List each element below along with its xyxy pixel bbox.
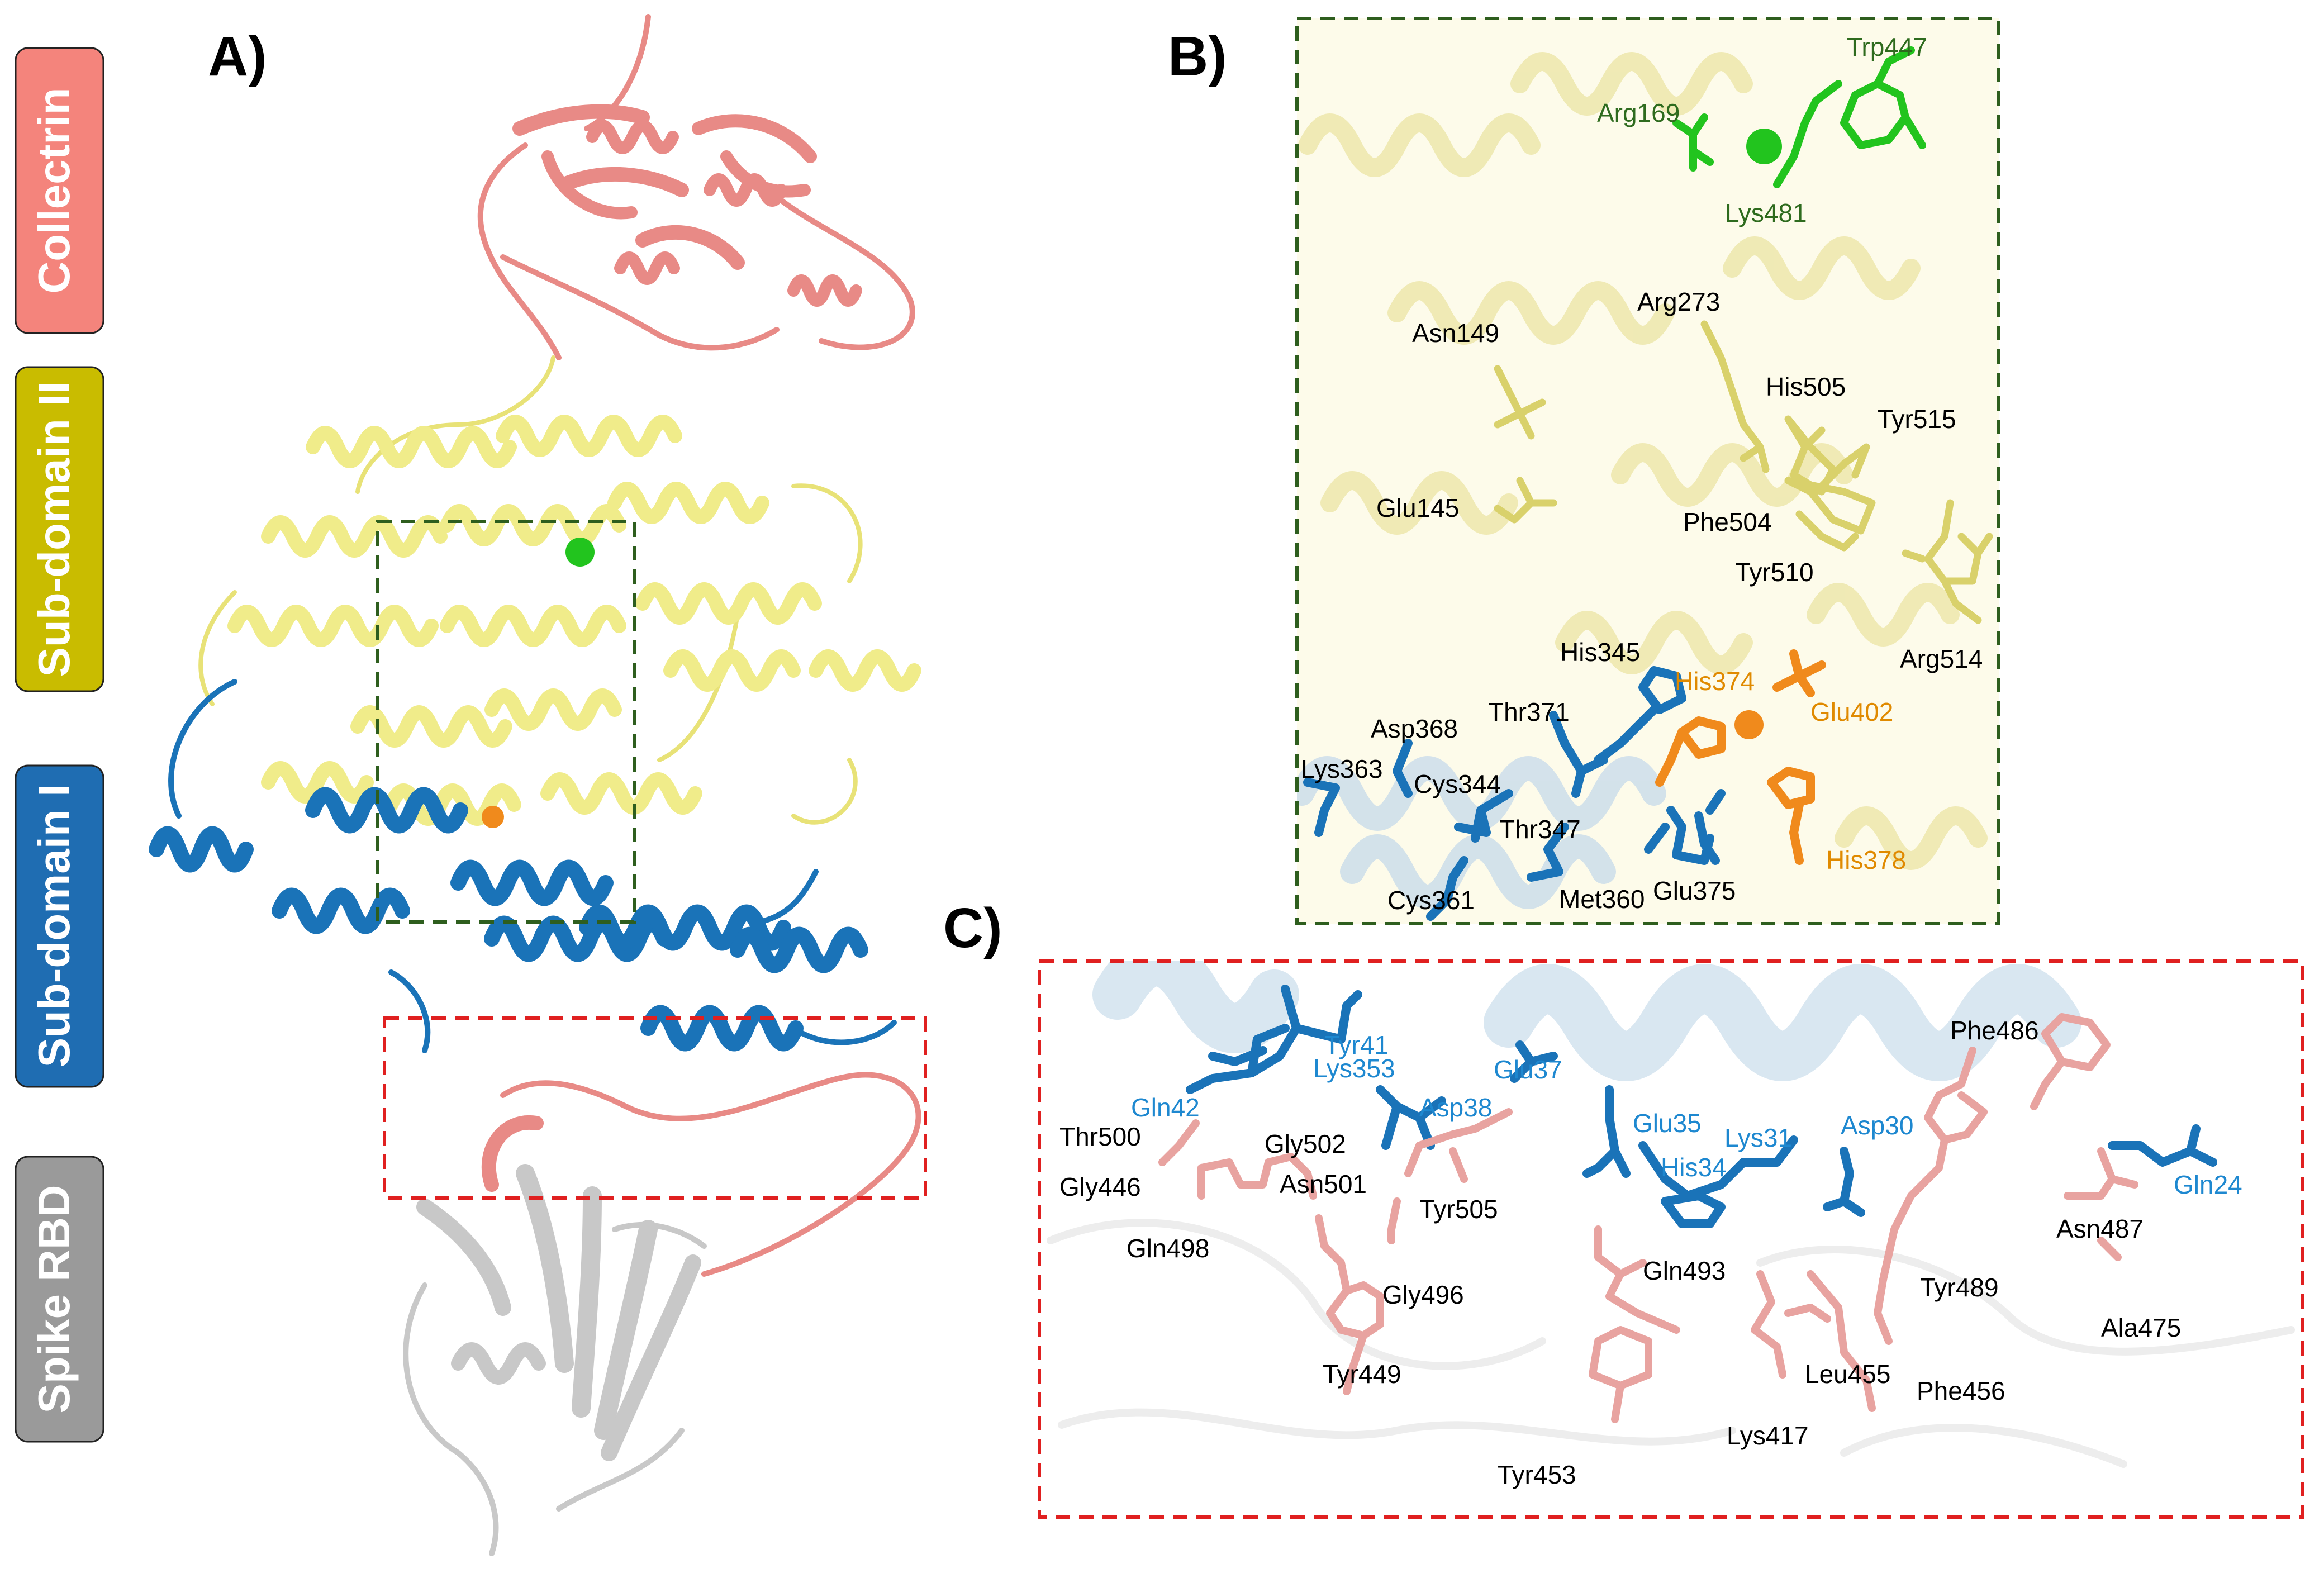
label-lys31: Lys31 bbox=[1724, 1123, 1792, 1152]
label-gln24: Gln24 bbox=[2174, 1170, 2242, 1199]
label-tyr453: Tyr453 bbox=[1498, 1460, 1576, 1489]
label-lys481: Lys481 bbox=[1725, 198, 1807, 227]
label-glu402: Glu402 bbox=[1810, 697, 1893, 726]
legend-collectrin-label: Collectrin bbox=[29, 88, 79, 294]
panel-c-blue-residues bbox=[1186, 985, 2217, 1228]
legend-subdomain-ii-label: Sub-domain II bbox=[29, 382, 79, 677]
panel-b-orange-residues bbox=[1655, 649, 1826, 865]
label-his505: His505 bbox=[1766, 372, 1846, 401]
panel-a-label: A) bbox=[208, 25, 267, 88]
panel-b-frame bbox=[1295, 17, 2000, 925]
label-phe456: Phe456 bbox=[1917, 1376, 2005, 1405]
label-arg273: Arg273 bbox=[1637, 287, 1720, 316]
panel-c-interface: Tyr41 Glu37 Lys353 Gln42 Asp38 Glu35 Lys… bbox=[1038, 959, 2304, 1519]
subdomain-i-helices bbox=[149, 787, 868, 1052]
ace2-rbd-structure bbox=[149, 14, 927, 1556]
label-leu455: Leu455 bbox=[1805, 1360, 1891, 1389]
label-asp38: Asp38 bbox=[1419, 1093, 1492, 1122]
collectrin-helix bbox=[586, 120, 862, 307]
label-gln493: Gln493 bbox=[1643, 1256, 1726, 1285]
zinc-ion-sphere bbox=[482, 806, 504, 828]
panel-b-green-residues bbox=[1672, 46, 1926, 188]
label-thr500: Thr500 bbox=[1059, 1122, 1141, 1151]
subdomain-ii-helices bbox=[227, 415, 921, 826]
label-his345: His345 bbox=[1560, 638, 1640, 667]
label-gly446: Gly446 bbox=[1059, 1172, 1141, 1201]
label-met360: Met360 bbox=[1559, 885, 1645, 914]
label-tyr449: Tyr449 bbox=[1323, 1360, 1401, 1389]
legend-spike-rbd-label: Spike RBD bbox=[29, 1185, 79, 1414]
label-gly502: Gly502 bbox=[1265, 1129, 1346, 1158]
legend-subdomain-i-label: Sub-domain I bbox=[29, 785, 79, 1068]
label-glu35: Glu35 bbox=[1633, 1109, 1702, 1138]
label-lys363: Lys363 bbox=[1301, 754, 1383, 783]
label-tyr510: Tyr510 bbox=[1735, 558, 1814, 587]
label-his378: His378 bbox=[1826, 845, 1906, 874]
label-cys361: Cys361 bbox=[1387, 886, 1475, 915]
domain-legend: Collectrin Sub-domain II Sub-domain I Sp… bbox=[15, 47, 104, 1443]
label-gln498: Gln498 bbox=[1127, 1234, 1209, 1263]
label-thr347: Thr347 bbox=[1499, 815, 1581, 844]
panel-b-labels: Arg169 Trp447 Lys481 Asn149 Arg273 His50… bbox=[1301, 32, 1983, 915]
label-arg514: Arg514 bbox=[1900, 644, 1983, 673]
panel-b-active-site: Arg169 Trp447 Lys481 Asn149 Arg273 His50… bbox=[1295, 17, 2000, 925]
label-asn501: Asn501 bbox=[1280, 1170, 1367, 1199]
legend-collectrin: Collectrin bbox=[15, 47, 104, 334]
panel-c-salmon-residues bbox=[1158, 1013, 2138, 1423]
spike-rbd-domain bbox=[403, 1072, 921, 1556]
panel-b-blue-residues bbox=[1303, 666, 1726, 921]
legend-spike-rbd: Spike RBD bbox=[15, 1156, 104, 1443]
panel-c-labels: Tyr41 Glu37 Lys353 Gln42 Asp38 Glu35 Lys… bbox=[1059, 1016, 2242, 1489]
panel-c-zoom-box bbox=[383, 1016, 927, 1200]
label-glu375: Glu375 bbox=[1653, 876, 1736, 905]
label-phe504: Phe504 bbox=[1683, 507, 1772, 536]
label-lys353: Lys353 bbox=[1313, 1054, 1395, 1083]
label-glu37: Glu37 bbox=[1494, 1055, 1562, 1084]
legend-subdomain-i: Sub-domain I bbox=[15, 764, 104, 1088]
label-trp447: Trp447 bbox=[1847, 32, 1927, 61]
label-arg169: Arg169 bbox=[1597, 98, 1680, 127]
panel-b-zinc-ion bbox=[1734, 710, 1764, 739]
label-asn487: Asn487 bbox=[2056, 1214, 2144, 1243]
panel-b-yellow-residues bbox=[1494, 320, 1993, 624]
label-thr371: Thr371 bbox=[1488, 697, 1570, 726]
panel-b-background bbox=[1297, 18, 1999, 924]
label-cys344: Cys344 bbox=[1414, 769, 1501, 798]
label-gly496: Gly496 bbox=[1382, 1280, 1464, 1309]
panel-c-frame bbox=[1038, 959, 2304, 1519]
label-asn149: Asn149 bbox=[1412, 319, 1499, 348]
label-tyr41: Tyr41 bbox=[1324, 1030, 1389, 1059]
collectrin-domain bbox=[477, 14, 915, 360]
panel-b-chloride-ion bbox=[1746, 129, 1782, 164]
legend-subdomain-ii: Sub-domain II bbox=[15, 366, 104, 692]
label-his34: His34 bbox=[1661, 1153, 1727, 1182]
label-tyr515: Tyr515 bbox=[1878, 405, 1956, 434]
label-asp368: Asp368 bbox=[1371, 714, 1458, 743]
label-asp30: Asp30 bbox=[1841, 1111, 1913, 1140]
label-his374: His374 bbox=[1675, 667, 1755, 696]
panel-b-label: B) bbox=[1168, 25, 1227, 88]
chloride-ion-sphere bbox=[565, 538, 595, 567]
label-ala475: Ala475 bbox=[2101, 1313, 2181, 1342]
label-gln42: Gln42 bbox=[1131, 1093, 1200, 1122]
panel-b-zoom-box bbox=[376, 520, 636, 924]
label-phe486: Phe486 bbox=[1950, 1016, 2039, 1045]
panel-c-label: C) bbox=[943, 897, 1002, 959]
label-tyr505: Tyr505 bbox=[1419, 1195, 1498, 1224]
label-glu145: Glu145 bbox=[1376, 493, 1459, 522]
subdomain-ii bbox=[198, 355, 921, 826]
label-tyr489: Tyr489 bbox=[1920, 1273, 1999, 1302]
label-lys417: Lys417 bbox=[1727, 1421, 1809, 1450]
subdomain-i bbox=[149, 679, 897, 1053]
